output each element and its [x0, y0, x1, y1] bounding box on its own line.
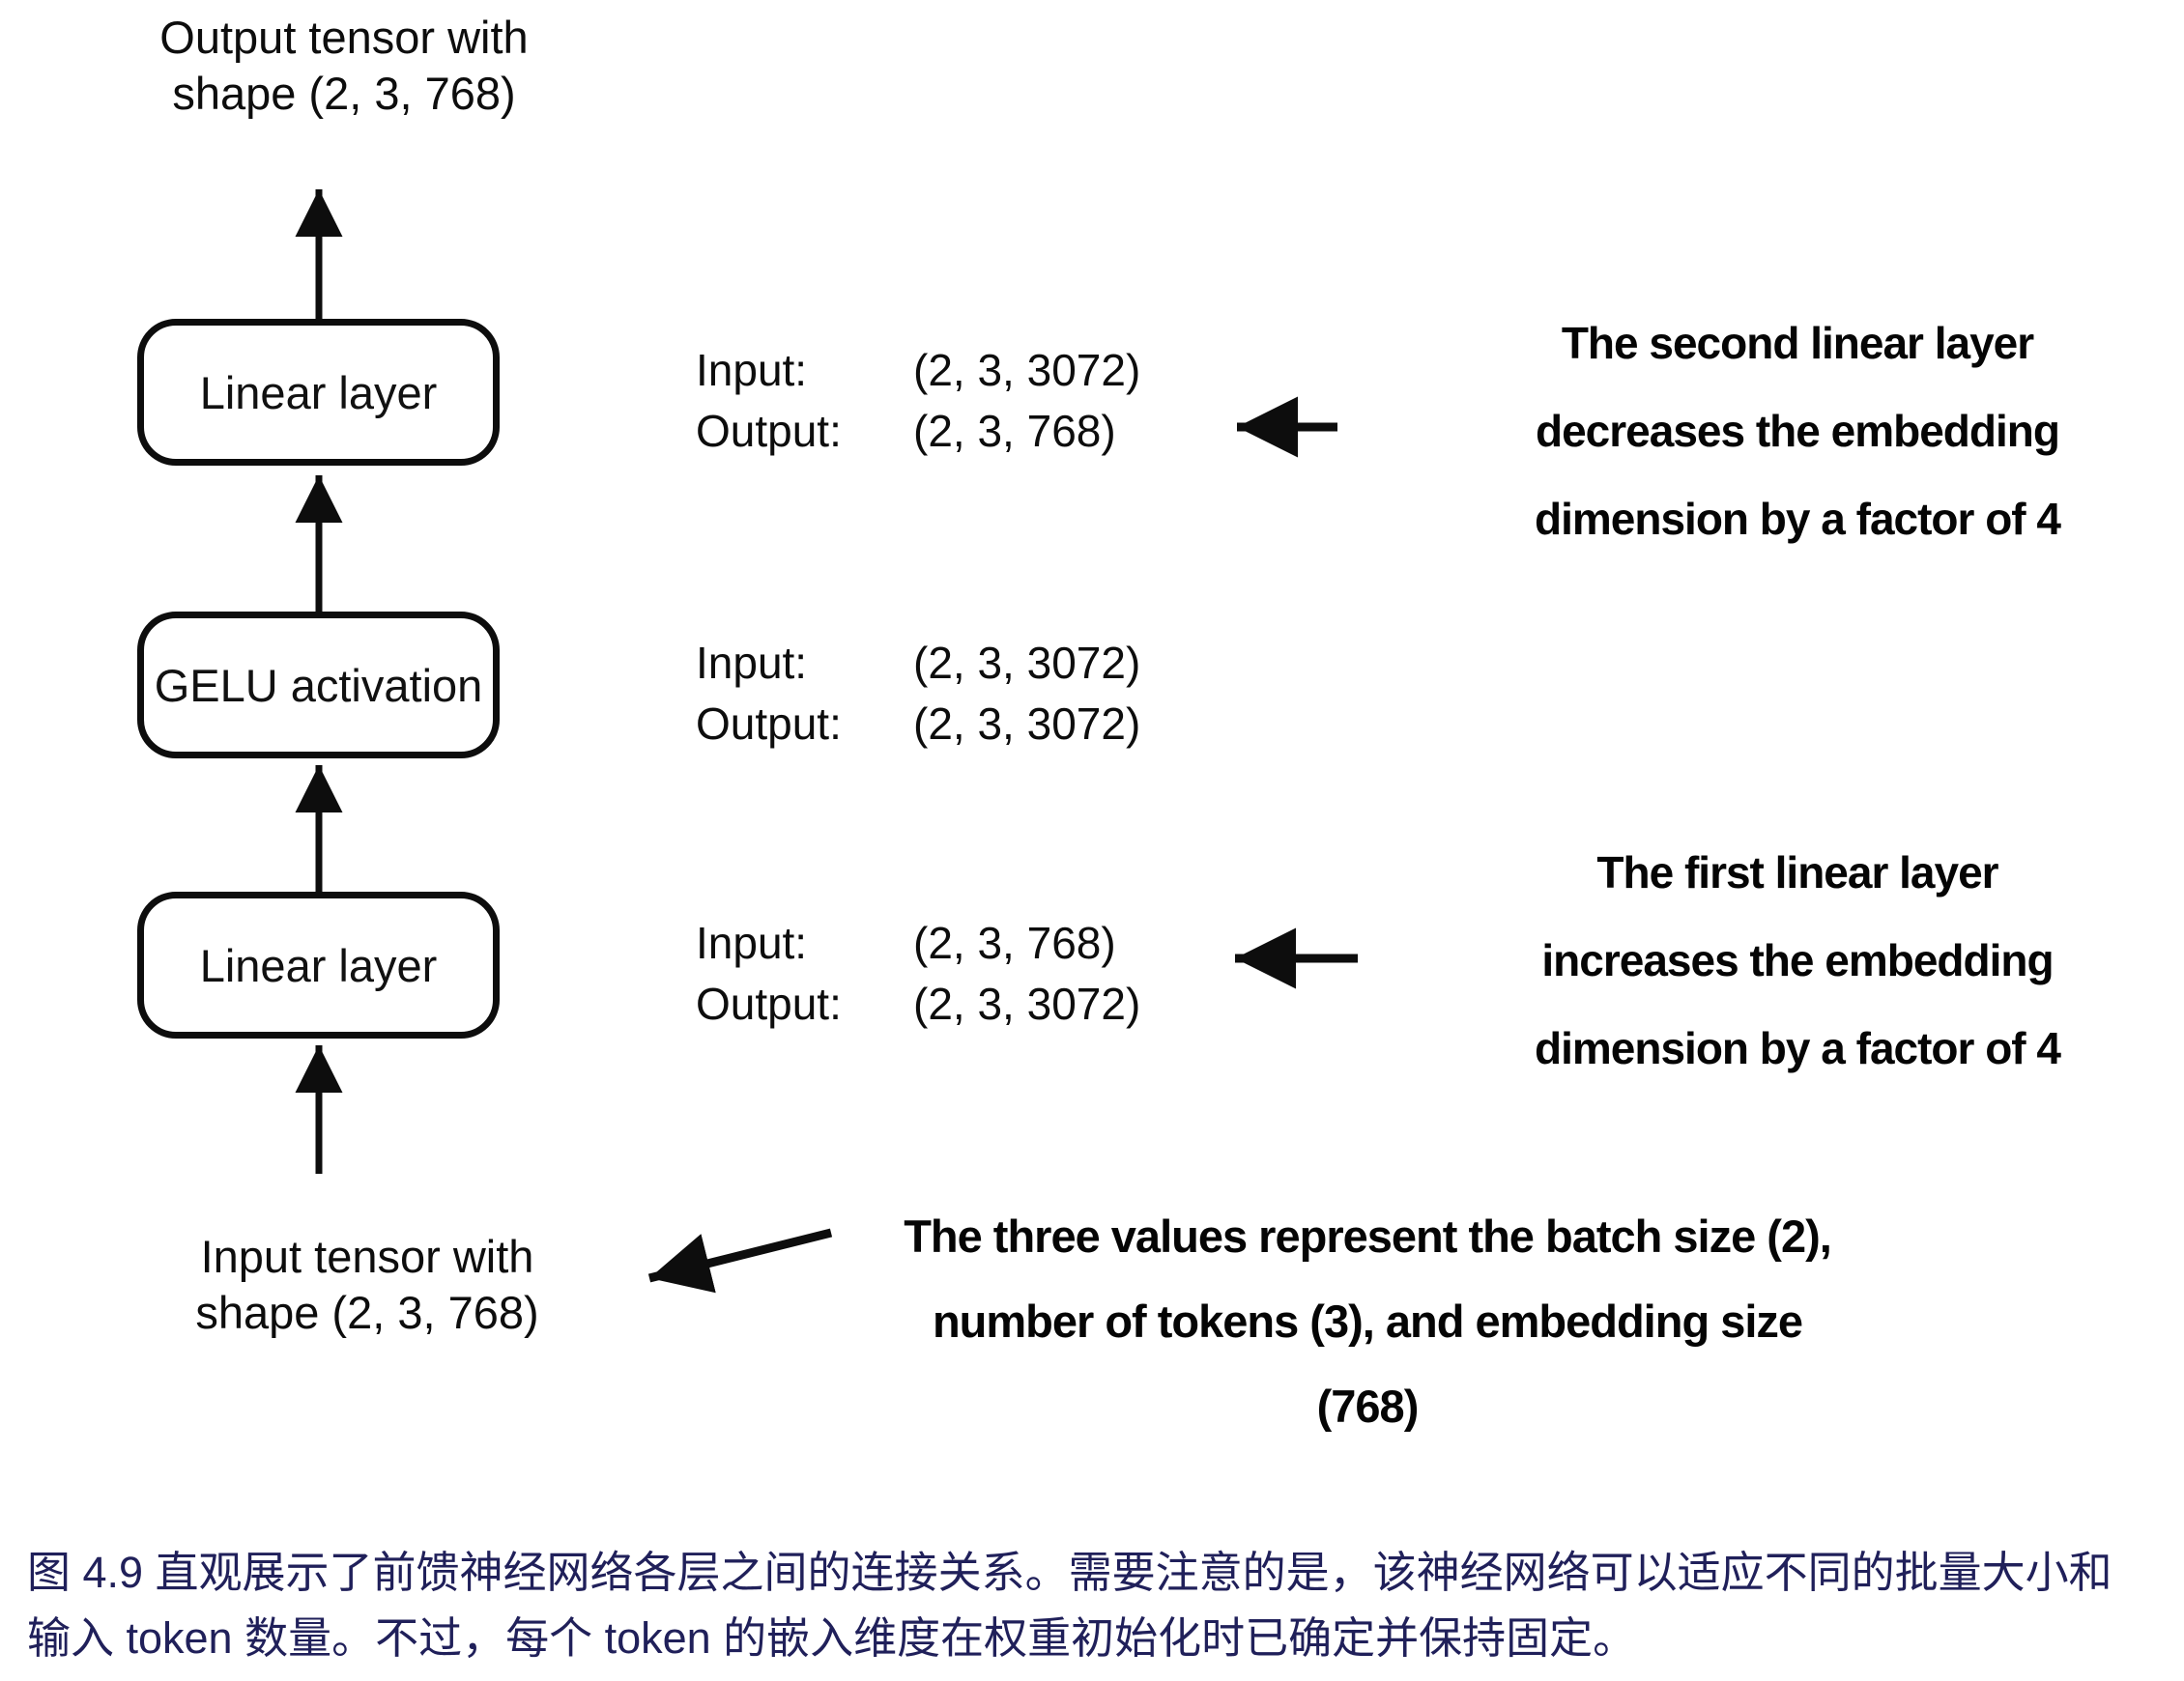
annotation-line: The three values represent the batch siz… [904, 1211, 1832, 1262]
io-output-label: Output: [696, 406, 842, 456]
output-tensor-label: Output tensor with shape (2, 3, 768) [93, 10, 595, 122]
io-input-value: (2, 3, 3072) [913, 345, 1141, 395]
io-block-gelu: Input: (2, 3, 3072) Output: (2, 3, 3072) [696, 633, 1140, 755]
io-block-bottom-linear: Input: (2, 3, 768) Output: (2, 3, 3072) [696, 913, 1140, 1035]
figure-caption: 图 4.9 直观展示了前馈神经网络各层之间的连接关系。需要注意的是，该神经网络可… [27, 1540, 2172, 1671]
output-tensor-label-line1: Output tensor with [159, 12, 529, 63]
input-tensor-label: Input tensor with shape (2, 3, 768) [126, 1229, 609, 1341]
io-input-label: Input: [696, 918, 808, 968]
io-output-value: (2, 3, 768) [913, 406, 1116, 456]
arrow-diagonal-input-tensor-icon [647, 1228, 833, 1294]
linear-layer-top-box: Linear layer [137, 319, 500, 466]
gelu-activation-box: GELU activation [137, 612, 500, 758]
output-tensor-label-line2: shape (2, 3, 768) [172, 68, 516, 119]
linear-layer-bottom-label: Linear layer [199, 939, 438, 991]
input-tensor-label-line2: shape (2, 3, 768) [195, 1287, 539, 1338]
io-output-row: Output: (2, 3, 3072) [696, 974, 1140, 1035]
annotation-first-linear: The first linear layer increases the emb… [1479, 829, 2116, 1093]
io-output-row: Output: (2, 3, 768) [696, 401, 1140, 462]
io-output-value: (2, 3, 3072) [913, 979, 1141, 1029]
io-input-label: Input: [696, 638, 808, 688]
io-input-value: (2, 3, 3072) [913, 638, 1141, 688]
gelu-activation-label: GELU activation [154, 659, 483, 711]
annotation-second-linear: The second linear layer decreases the em… [1479, 299, 2116, 563]
figure-caption-line1: 图 4.9 直观展示了前馈神经网络各层之间的连接关系。需要注意的是，该神经网络可… [27, 1548, 2112, 1597]
input-tensor-label-line1: Input tensor with [200, 1231, 534, 1282]
io-output-label: Output: [696, 979, 842, 1029]
annotation-line: number of tokens (3), and embedding size [932, 1296, 1803, 1347]
annotation-line: decreases the embedding [1536, 406, 2060, 456]
linear-layer-top-label: Linear layer [199, 366, 438, 418]
figure-caption-line2: 输入 token 数量。不过，每个 token 的嵌入维度在权重初始化时已确定并… [27, 1613, 1637, 1663]
annotation-line: The second linear layer [1561, 318, 2034, 368]
annotation-line: dimension by a factor of 4 [1535, 494, 2061, 544]
io-input-label: Input: [696, 345, 808, 395]
io-output-row: Output: (2, 3, 3072) [696, 694, 1140, 755]
io-input-row: Input: (2, 3, 3072) [696, 340, 1140, 401]
annotation-line: dimension by a factor of 4 [1535, 1023, 2061, 1073]
io-input-value: (2, 3, 768) [913, 918, 1116, 968]
io-output-value: (2, 3, 3072) [913, 698, 1141, 749]
annotation-tensor-values: The three values represent the batch siz… [783, 1194, 1952, 1449]
io-input-row: Input: (2, 3, 768) [696, 913, 1140, 974]
annotation-line: increases the embedding [1541, 935, 2054, 985]
linear-layer-bottom-box: Linear layer [137, 892, 500, 1039]
io-block-top-linear: Input: (2, 3, 3072) Output: (2, 3, 768) [696, 340, 1140, 462]
io-output-label: Output: [696, 698, 842, 749]
io-input-row: Input: (2, 3, 3072) [696, 633, 1140, 694]
annotation-line: (768) [1316, 1381, 1420, 1432]
annotation-line: The first linear layer [1596, 847, 1998, 897]
